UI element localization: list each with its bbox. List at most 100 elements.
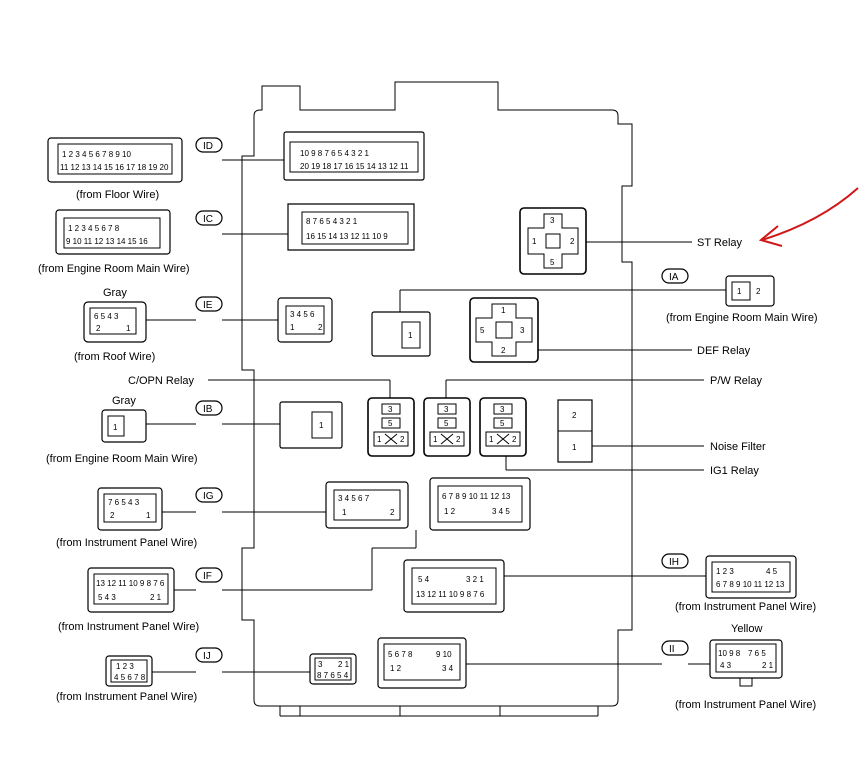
svg-text:3: 3 bbox=[520, 326, 525, 335]
engine-room-label-1: (from Engine Room Main Wire) bbox=[38, 263, 190, 275]
svg-text:IB: IB bbox=[203, 404, 213, 415]
svg-text:5: 5 bbox=[388, 419, 393, 428]
engine-room-connector-1: 1 2 3 4 5 6 7 8 9 10 11 12 13 14 15 16 bbox=[55, 209, 171, 255]
svg-text:IF: IF bbox=[203, 571, 212, 582]
noise-filter: 2 1 bbox=[557, 399, 593, 463]
svg-text:ID: ID bbox=[203, 141, 213, 152]
svg-text:5: 5 bbox=[444, 419, 449, 428]
svg-text:13 12 11 10 9 8 7 6: 13 12 11 10 9 8 7 6 bbox=[96, 579, 165, 588]
def-relay-socket: 1 5 3 2 bbox=[469, 297, 539, 363]
svg-text:4 5 6 7 8: 4 5 6 7 8 bbox=[114, 673, 146, 682]
svg-text:1: 1 bbox=[290, 323, 295, 332]
id-pins-row2: 20 19 18 17 16 15 14 13 12 11 bbox=[300, 162, 409, 171]
svg-text:3 4 5 6 7: 3 4 5 6 7 bbox=[338, 494, 370, 503]
tag-if: IF bbox=[195, 567, 223, 583]
floor-pins-row1: 1 2 3 4 5 6 7 8 9 10 bbox=[62, 150, 131, 159]
svg-text:2: 2 bbox=[512, 435, 517, 444]
svg-text:II: II bbox=[669, 644, 675, 655]
yellow-connector: 10 9 8 7 6 5 4 3 2 1 bbox=[709, 639, 783, 687]
svg-text:1: 1 bbox=[146, 511, 151, 520]
noise-filter-label: Noise Filter bbox=[710, 441, 766, 453]
id-connector: 10 9 8 7 6 5 4 3 2 1 20 19 18 17 16 15 1… bbox=[283, 131, 425, 181]
svg-text:3 4: 3 4 bbox=[442, 664, 454, 673]
svg-text:5: 5 bbox=[480, 326, 485, 335]
engine-room-label-3: (from Engine Room Main Wire) bbox=[666, 312, 818, 324]
red-arrow-annotation bbox=[758, 187, 859, 247]
tag-ih: IH bbox=[661, 553, 689, 569]
svg-text:2: 2 bbox=[110, 511, 115, 520]
st-relay-label: ST Relay bbox=[697, 237, 743, 249]
svg-text:2 1: 2 1 bbox=[762, 661, 774, 670]
engine1-pins-row1: 1 2 3 4 5 6 7 8 bbox=[68, 224, 120, 233]
st-relay-socket: 3 1 2 5 bbox=[519, 207, 587, 275]
svg-text:13 12 11 10 9 8 7 6: 13 12 11 10 9 8 7 6 bbox=[416, 590, 485, 599]
floor-pins-row2: 11 12 13 14 15 16 17 18 19 20 bbox=[60, 163, 169, 172]
svg-text:7 6 5: 7 6 5 bbox=[748, 649, 766, 658]
svg-text:1: 1 bbox=[501, 306, 506, 315]
svg-text:7 6 5 4 3: 7 6 5 4 3 bbox=[108, 498, 140, 507]
svg-text:8 7 6 5 4: 8 7 6 5 4 bbox=[317, 671, 349, 680]
svg-text:1: 1 bbox=[113, 423, 118, 432]
svg-text:6 7 8 9 10 11 12 13: 6 7 8 9 10 11 12 13 bbox=[442, 492, 511, 501]
tag-ie: IE bbox=[195, 296, 223, 312]
copn-relay-label: C/OPN Relay bbox=[128, 375, 195, 387]
ic-pins-row2: 16 15 14 13 12 11 10 9 bbox=[306, 232, 388, 241]
tag-id: ID bbox=[195, 137, 223, 153]
svg-text:IE: IE bbox=[203, 300, 213, 311]
instrument-label-1: (from Instrument Panel Wire) bbox=[56, 537, 197, 549]
svg-text:6 5 4 3: 6 5 4 3 bbox=[94, 312, 119, 321]
instrument-label-4: (from Instrument Panel Wire) bbox=[675, 601, 816, 613]
svg-text:1 2: 1 2 bbox=[390, 664, 402, 673]
svg-text:2: 2 bbox=[456, 435, 461, 444]
svg-text:3 4 5: 3 4 5 bbox=[492, 507, 510, 516]
svg-text:IH: IH bbox=[669, 557, 679, 568]
tag-ij: IJ bbox=[195, 647, 223, 663]
svg-text:3: 3 bbox=[444, 405, 449, 414]
svg-text:6 7 8 9 10 11 12 13: 6 7 8 9 10 11 12 13 bbox=[716, 580, 785, 589]
svg-text:2 1: 2 1 bbox=[150, 593, 162, 602]
svg-text:2: 2 bbox=[570, 237, 575, 246]
roof-wire-connector: 6 5 4 3 2 1 bbox=[83, 301, 147, 343]
tag-ii: II bbox=[661, 640, 689, 656]
if-connector: 5 4 3 2 1 13 12 11 10 9 8 7 6 bbox=[403, 559, 505, 613]
svg-text:1: 1 bbox=[126, 324, 131, 333]
svg-text:1: 1 bbox=[489, 435, 494, 444]
svg-text:1 2: 1 2 bbox=[444, 507, 456, 516]
svg-text:5 6 7 8: 5 6 7 8 bbox=[388, 650, 413, 659]
svg-text:2 1: 2 1 bbox=[338, 660, 350, 669]
svg-text:1: 1 bbox=[342, 508, 347, 517]
instrument-connector-4: 1 2 3 4 5 6 7 8 9 10 11 12 13 bbox=[705, 555, 797, 599]
svg-text:1: 1 bbox=[408, 331, 413, 340]
instrument-connector-2: 13 12 11 10 9 8 7 6 5 4 3 2 1 bbox=[87, 567, 175, 613]
tag-ia: IA bbox=[661, 268, 689, 284]
connector-single-pin-1: 1 bbox=[371, 311, 431, 357]
ic-pins-row1: 8 7 6 5 4 3 2 1 bbox=[306, 217, 358, 226]
svg-text:5 4 3: 5 4 3 bbox=[98, 593, 116, 602]
svg-text:1: 1 bbox=[572, 443, 577, 452]
floor-wire-label: (from Floor Wire) bbox=[76, 189, 159, 201]
id-pins-row1: 10 9 8 7 6 5 4 3 2 1 bbox=[300, 149, 369, 158]
junction-block-outline bbox=[241, 81, 633, 717]
instrument-connector-3: 1 2 3 4 5 6 7 8 bbox=[105, 655, 153, 687]
instrument-connector-1: 7 6 5 4 3 2 1 bbox=[97, 487, 163, 531]
tag-ic: IC bbox=[195, 210, 223, 226]
svg-text:2: 2 bbox=[400, 435, 405, 444]
svg-text:1 2 3: 1 2 3 bbox=[116, 662, 134, 671]
ig1-relay-socket: 3 5 1 2 bbox=[479, 397, 527, 457]
svg-text:5: 5 bbox=[500, 419, 505, 428]
svg-text:1: 1 bbox=[433, 435, 438, 444]
svg-text:IG: IG bbox=[203, 491, 214, 502]
svg-text:3 4 5 6: 3 4 5 6 bbox=[290, 310, 315, 319]
tag-ib: IB bbox=[195, 400, 223, 416]
svg-text:1 2 3: 1 2 3 bbox=[716, 567, 734, 576]
svg-text:IJ: IJ bbox=[203, 651, 211, 662]
instrument-label-5: (from Instrument Panel Wire) bbox=[675, 699, 816, 711]
ij-connector: 3 2 1 8 7 6 5 4 bbox=[309, 653, 357, 685]
svg-text:3: 3 bbox=[388, 405, 393, 414]
def-relay-label: DEF Relay bbox=[697, 345, 751, 357]
ig1-relay-label: IG1 Relay bbox=[710, 465, 759, 477]
svg-text:IC: IC bbox=[203, 214, 213, 225]
gray-label-1: Gray bbox=[103, 287, 127, 299]
instrument-label-3: (from Instrument Panel Wire) bbox=[56, 691, 197, 703]
